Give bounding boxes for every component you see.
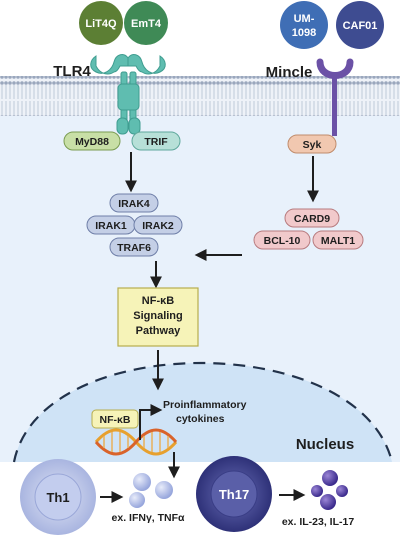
myd88-node: MyD88 — [63, 131, 121, 151]
mincle-label: Mincle — [266, 64, 313, 81]
malt1-label: MALT1 — [321, 235, 355, 247]
trif-label: TRIF — [144, 136, 168, 148]
myd88-label: MyD88 — [75, 136, 109, 148]
card9-node: CARD9 — [284, 208, 340, 228]
th1-cytokines-label: ex. IFNγ, TNFα — [112, 512, 186, 524]
ligand-caf01: CAF01 — [336, 1, 384, 49]
bcl10-node: BCL-10 — [253, 230, 311, 250]
card9-label: CARD9 — [294, 213, 330, 225]
nfkb-pathway-box: NF-κB Signaling Pathway — [117, 287, 199, 347]
dna-helix-icon — [94, 428, 178, 456]
th17-cytokines-label: ex. IL-23, IL-17 — [282, 516, 355, 528]
mincle-receptor — [316, 58, 354, 136]
ligand-emt4: EmT4 — [124, 1, 168, 45]
ligand-lit4q-label: LiT4Q — [85, 18, 117, 30]
cytokine-dot — [129, 492, 145, 508]
cytokine-dot — [133, 473, 151, 491]
cytokine-dot — [320, 494, 336, 510]
ligand-um1098-label-line2: 1098 — [292, 27, 316, 39]
irak1-node: IRAK1 — [86, 215, 136, 235]
ligand-lit4q: LiT4Q — [79, 1, 123, 45]
ligand-um1098: UM- 1098 — [280, 1, 328, 49]
traf6-node: TRAF6 — [109, 237, 159, 257]
pathway-line1: NF-κB — [142, 295, 174, 307]
cytokine-dot — [322, 470, 338, 486]
nucleus — [12, 362, 394, 463]
cytokines-line2: cytokines — [176, 413, 225, 425]
tlr4-label: TLR4 — [53, 63, 91, 80]
ligand-emt4-label: EmT4 — [131, 18, 162, 30]
malt1-node: MALT1 — [312, 230, 364, 250]
nuclear-nfkb-label: NF-κB — [100, 414, 131, 426]
cytokine-dot — [155, 481, 173, 499]
cytokines-line1: Proinflammatory — [163, 399, 247, 411]
cytokine-dot — [336, 485, 348, 497]
irak2-label: IRAK2 — [142, 220, 174, 232]
cytokine-dot — [311, 485, 323, 497]
irak2-node: IRAK2 — [133, 215, 183, 235]
irak4-node: IRAK4 — [109, 193, 159, 213]
bcl10-label: BCL-10 — [264, 235, 301, 247]
syk-node: Syk — [287, 134, 337, 154]
irak1-label: IRAK1 — [95, 220, 127, 232]
nuclear-nfkb-node: NF-κB — [91, 409, 139, 429]
th1-label: Th1 — [46, 490, 69, 505]
lipid-bilayer — [0, 76, 400, 116]
syk-label: Syk — [303, 139, 322, 151]
ligand-caf01-label: CAF01 — [343, 20, 378, 32]
trif-node: TRIF — [131, 131, 181, 151]
pathway-line2: Signaling — [133, 310, 183, 322]
th17-cell: Th17 — [196, 456, 272, 532]
arrow-transcription — [139, 404, 163, 440]
pathway-line3: Pathway — [136, 325, 182, 337]
nucleus-label: Nucleus — [296, 436, 354, 453]
traf6-label: TRAF6 — [117, 242, 151, 254]
ligand-um1098-label-line1: UM- — [294, 13, 315, 25]
tlr4-receptor — [90, 54, 166, 135]
irak4-label: IRAK4 — [118, 198, 150, 210]
th17-label: Th17 — [219, 487, 249, 502]
th1-cell: Th1 — [20, 459, 96, 535]
